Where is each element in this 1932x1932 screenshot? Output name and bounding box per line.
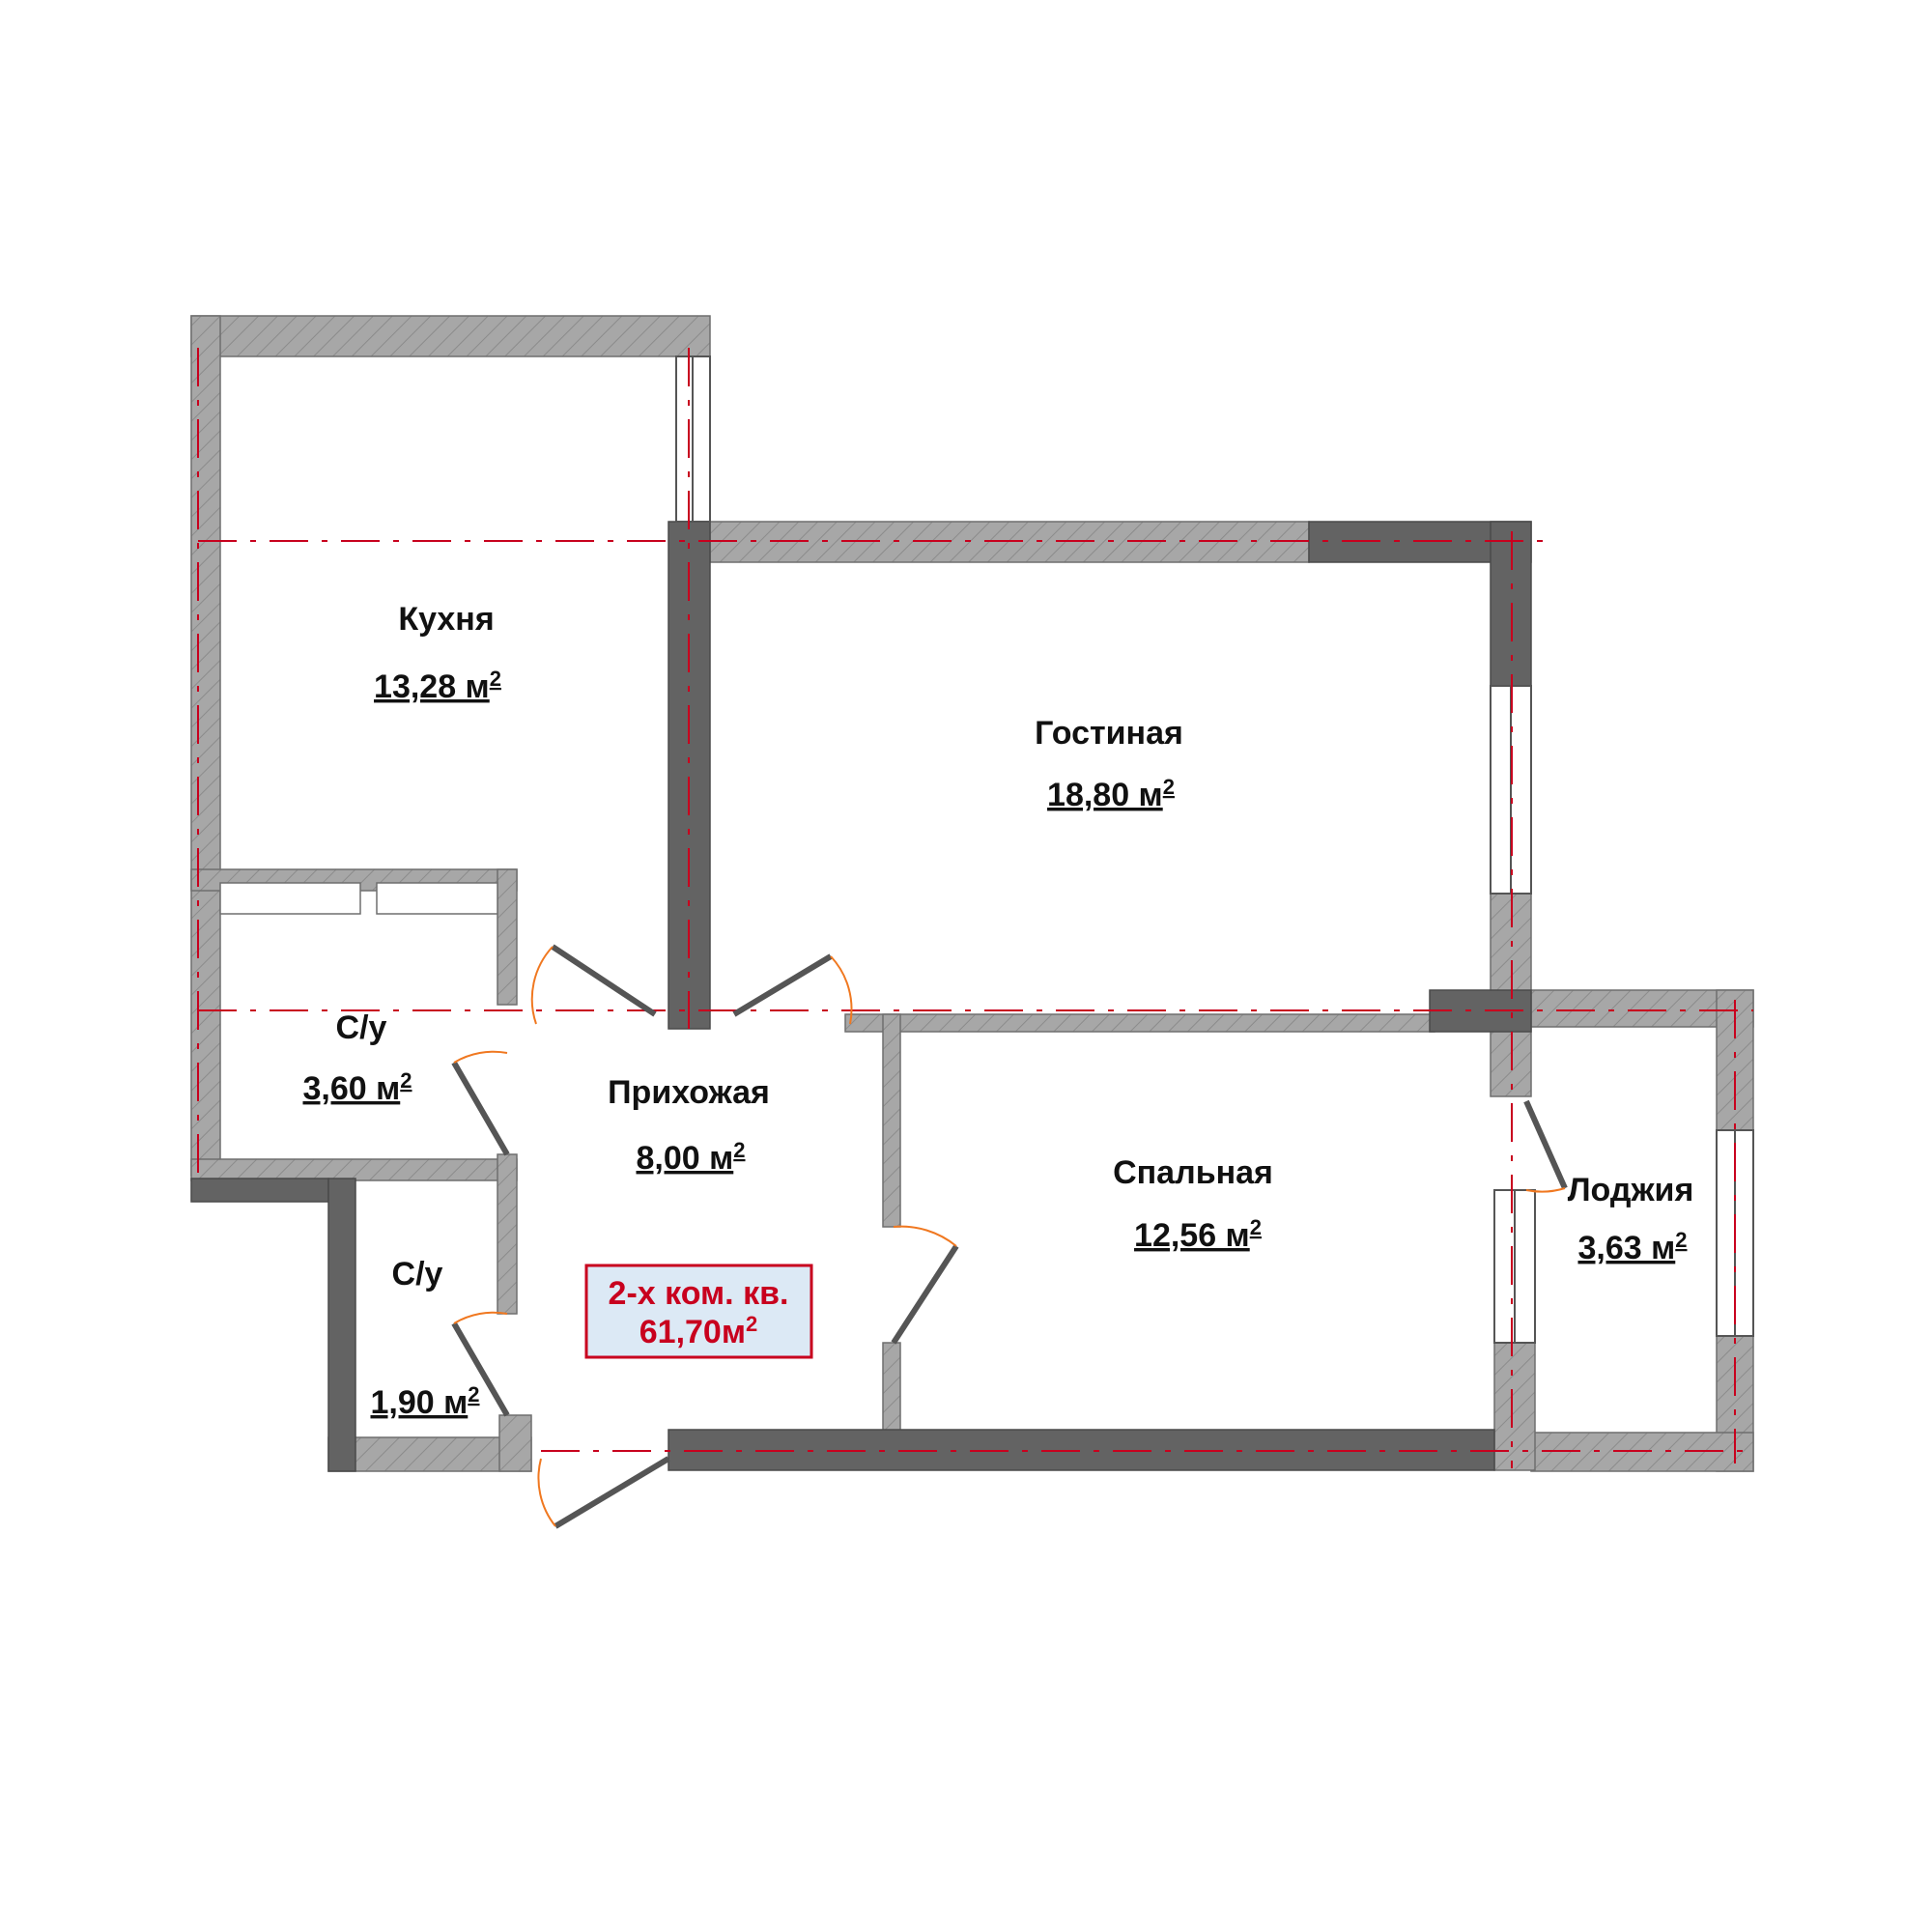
room-loggia-area: 3,63 м2 (1577, 1228, 1687, 1266)
wall-bath1-bottom-dark (190, 1178, 329, 1203)
room-hall: Прихожая 8,00 м2 (608, 1074, 770, 1177)
wall-kitchen-top (190, 315, 711, 357)
apartment-badge-box (584, 1264, 813, 1359)
door-bath2-arc (453, 1311, 508, 1324)
wall-bedroom-top (844, 1013, 1435, 1033)
wall-bath2-bottom (327, 1436, 532, 1472)
wall-bath-mid-right (497, 1153, 518, 1315)
room-kitchen-name: Кухня (398, 601, 494, 638)
room-bedroom-area: 12,56 м2 (1134, 1215, 1262, 1254)
room-loggia: Лоджия 3,63 м2 (1568, 1172, 1694, 1266)
walls-dark (190, 521, 1532, 1472)
wall-bath-right (497, 868, 518, 1006)
room-bedroom-name: Спальная (1113, 1154, 1273, 1191)
wall-bath1-bottom (190, 1158, 518, 1181)
door-bedroom-leaf (891, 1244, 959, 1345)
door-bath1-arc (453, 1050, 508, 1064)
axis-lines (197, 348, 1753, 1468)
room-bath2-area: 1,90 м2 (370, 1382, 479, 1421)
door-entrance-arc (537, 1458, 556, 1527)
room-living: Гостиная 18,80 м2 (1035, 715, 1183, 813)
wall-bath2-right-lower (498, 1414, 532, 1472)
room-living-area: 18,80 м2 (1047, 775, 1175, 813)
door-bath1-leaf (451, 1061, 510, 1156)
wall-bedroom-left-upper (882, 1013, 901, 1228)
wall-bath-shelf-1 (219, 882, 361, 915)
door-entrance-leaf (554, 1456, 670, 1529)
doors (451, 944, 1568, 1529)
door-living-leaf (732, 953, 833, 1017)
door-kitchen-arc (530, 946, 554, 1025)
apartment-badge-title: 2-х ком. кв. (609, 1275, 789, 1312)
room-bath2: С/у 1,90 м2 (370, 1256, 479, 1421)
room-hall-name: Прихожая (608, 1074, 770, 1111)
door-bedroom-arc (893, 1225, 957, 1247)
room-bath1: С/у 3,60 м2 (302, 1009, 412, 1107)
wall-bath2-left (327, 1178, 356, 1472)
room-kitchen-area: 13,28 м2 (374, 667, 501, 705)
door-kitchen-leaf (551, 944, 657, 1017)
room-kitchen: Кухня 13,28 м2 (374, 601, 501, 705)
door-loggia-arc (1525, 1187, 1566, 1193)
wall-kitchen-left (190, 315, 221, 1177)
room-bath2-name: С/у (392, 1256, 443, 1293)
apartment-badge-total: 61,70м2 (639, 1312, 757, 1350)
door-living-arc (830, 955, 853, 1025)
room-bedroom: Спальная 12,56 м2 (1113, 1154, 1273, 1254)
room-loggia-name: Лоджия (1568, 1172, 1694, 1208)
door-bath2-leaf (451, 1321, 510, 1417)
room-bath1-name: С/у (336, 1009, 387, 1046)
room-living-name: Гостиная (1035, 715, 1183, 752)
wall-bath-shelf-2 (376, 882, 498, 915)
room-bath1-area: 3,60 м2 (302, 1068, 412, 1107)
apartment-badge: 2-х ком. кв. 61,70м2 (584, 1264, 813, 1359)
door-loggia-leaf (1523, 1099, 1568, 1190)
room-hall-area: 8,00 м2 (636, 1138, 745, 1177)
wall-bedroom-right-lower (1493, 1342, 1536, 1471)
